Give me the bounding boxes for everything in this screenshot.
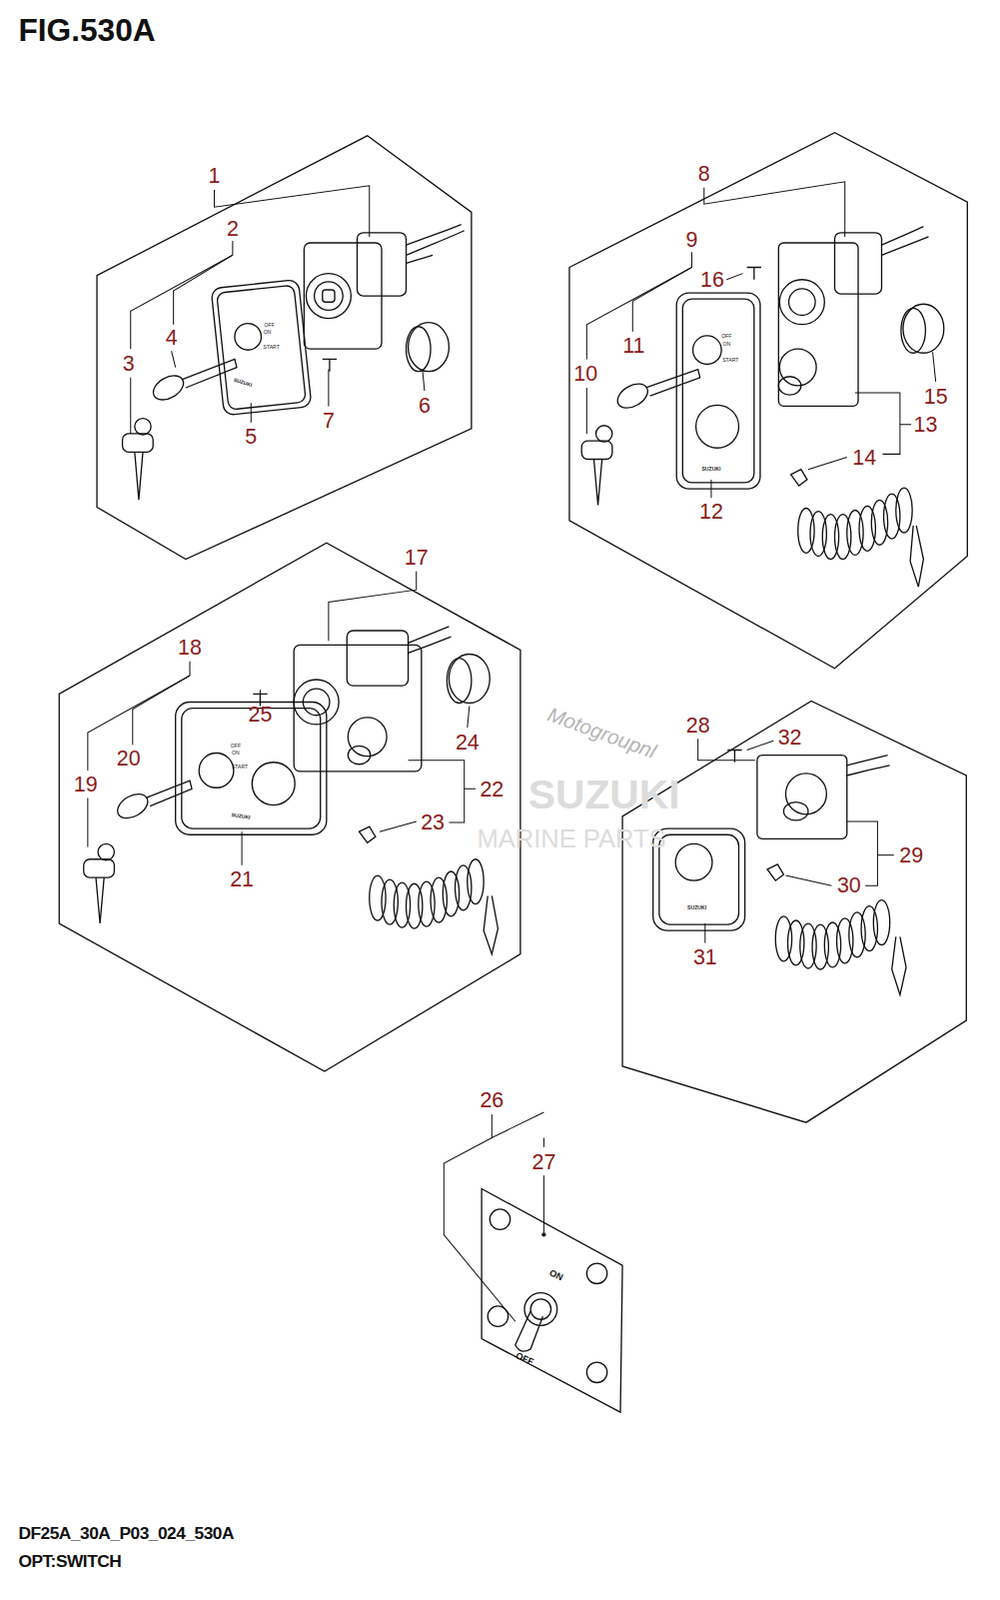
callout-number: 15 — [924, 384, 949, 406]
callout-number: 13 — [914, 413, 939, 435]
callout-number: 1 — [208, 164, 221, 186]
callout-number: 30 — [837, 874, 862, 896]
callout-number: 12 — [699, 500, 724, 522]
callout-number: 10 — [573, 362, 598, 384]
toggle-text: ON — [547, 1267, 564, 1282]
plate-brand: SUZUKI — [687, 905, 707, 911]
callout-number: 21 — [229, 867, 254, 889]
callout-number: 2 — [226, 217, 239, 239]
callout-number: 11 — [622, 333, 645, 355]
panel-text: OFF — [721, 333, 732, 339]
panel-text: ON — [231, 750, 240, 756]
callout-number: 3 — [122, 352, 135, 374]
callout-number: 27 — [531, 1149, 556, 1171]
watermark: MARINE PARTS — [476, 826, 666, 853]
callout-number: 17 — [404, 546, 429, 568]
plate-brand: SUZUKI — [701, 466, 721, 472]
plate-brand: SUZUKI — [232, 377, 253, 389]
panel-text: OFF — [230, 743, 241, 749]
watermark: SUZUKI — [528, 773, 681, 815]
callout-number: 28 — [686, 713, 711, 735]
figure-caption: OPT:SWITCH — [17, 1552, 121, 1570]
panel-text: ON — [722, 341, 731, 347]
callout-number: 32 — [778, 725, 803, 747]
callout-number: 24 — [455, 731, 480, 753]
panel-text: START — [263, 344, 280, 350]
panel-text: OFF — [264, 322, 275, 328]
figure-title: FIG.530A — [17, 13, 155, 46]
callout-number: 8 — [698, 162, 711, 184]
drawing-code: DF25A_30A_P03_024_530A — [17, 1523, 234, 1541]
callout-number: 6 — [418, 394, 431, 416]
callout-number: 14 — [852, 446, 877, 468]
callout-number: 9 — [686, 227, 699, 249]
callout-number: 4 — [165, 325, 178, 347]
callout-number: 26 — [479, 1088, 504, 1110]
panel-text: ON — [263, 329, 272, 335]
callout-number: 31 — [693, 946, 718, 968]
callout-number: 16 — [700, 268, 725, 290]
panel-text: START — [722, 357, 739, 363]
callout-number: 20 — [116, 747, 141, 769]
watermark: Motogroupnl — [545, 703, 660, 762]
callout-number: 22 — [479, 778, 504, 800]
callout-number: 29 — [899, 844, 924, 866]
callout-number: 25 — [248, 703, 273, 725]
plate-brand: SUZUKI — [230, 812, 251, 821]
callout-number: 18 — [177, 636, 202, 658]
panel-text: START — [231, 764, 248, 770]
callout-number: 5 — [244, 424, 257, 446]
callout-number: 23 — [420, 810, 445, 832]
toggle-text: OFF — [514, 1350, 536, 1367]
callout-number: 19 — [73, 772, 98, 794]
callout-number: 7 — [322, 409, 335, 431]
